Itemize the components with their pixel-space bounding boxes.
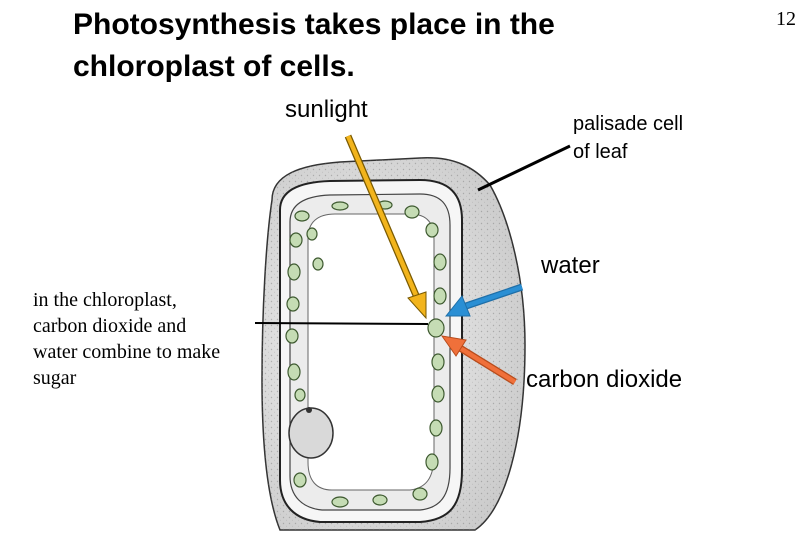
sunlight-label: sunlight (285, 96, 368, 123)
chloroplast-note: in the chloroplast, carbon dioxide and w… (33, 289, 221, 389)
palisade-cell-label: palisade cell of leaf (573, 110, 733, 166)
slide-number: 12 (776, 8, 796, 30)
nucleus (288, 407, 334, 459)
carbon-dioxide-arrow (440, 335, 517, 385)
carbon-dioxide-label: carbon dioxide (526, 366, 683, 393)
chloroplast-pointer-line (254, 322, 429, 325)
chloroplasts (285, 200, 447, 508)
sunlight-arrow (344, 134, 427, 320)
palisade-label-line2: of leaf (573, 141, 628, 163)
palisade-pointer-line (477, 144, 571, 192)
slide-title: Photosynthesis takes place in the chloro… (73, 8, 555, 83)
palisade-label-line1: palisade cell (573, 113, 684, 135)
water-label: water (541, 252, 600, 279)
water-arrow (444, 283, 524, 317)
